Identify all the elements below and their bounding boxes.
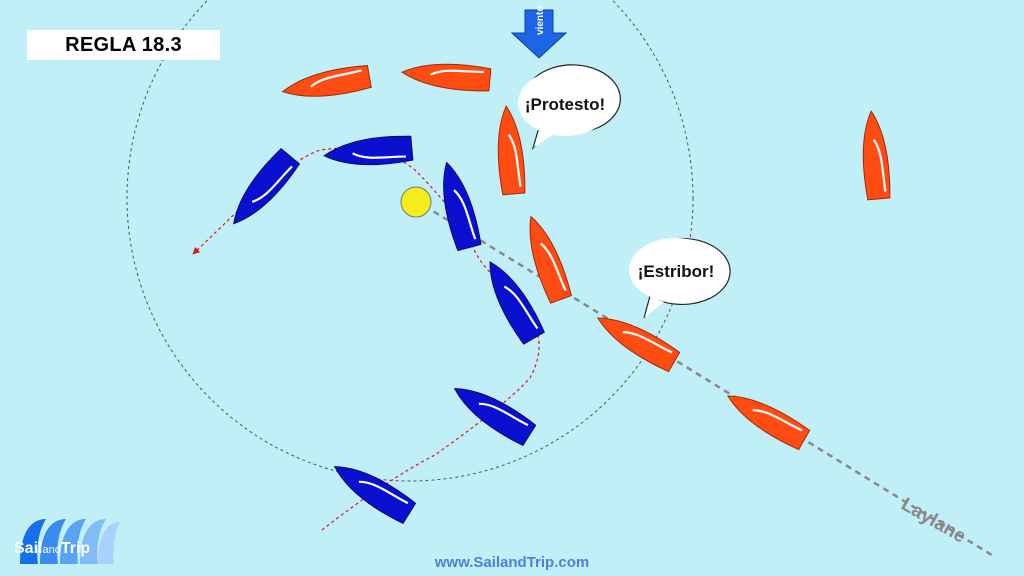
orange-boat-12 [726,395,811,451]
blue-boat-5 [233,147,301,225]
logo-part-and: and [42,544,61,556]
blue-boat-6 [323,135,414,166]
blue-boat-1 [333,466,417,525]
wind-label: viento [535,6,546,35]
orange-boat-10 [529,215,573,304]
wind-arrow: viento [510,6,568,59]
sailandtrip-logo [20,519,120,564]
protest-bubble: ¡Protesto! [518,64,621,150]
logo-part-trip: Trip [60,540,91,557]
blue-boat-3 [489,261,545,345]
orange-boat-8 [401,63,492,92]
orange-boat-7 [281,64,372,97]
blue-boat-4 [443,161,482,252]
zone-circle [126,0,694,482]
blue-boat-2 [453,388,537,447]
logo-part-sail: Sail [14,540,43,557]
orange-boat-13 [862,110,891,201]
logo-wordmark: SailandTrip [14,540,90,558]
starboard-bubble: ¡Estribor! [629,237,731,319]
rule-title: REGLA 18.3 [27,30,220,60]
laylane-line [414,198,996,559]
boats-layer [233,63,891,525]
starboard-text: ¡Estribor! [638,262,715,281]
mark-buoy [400,186,432,218]
orange-boat-9 [497,105,526,196]
footer-url[interactable]: www.SailandTrip.com [434,554,590,571]
protest-text: ¡Protesto! [525,95,605,114]
orange-boat-11 [596,317,681,373]
